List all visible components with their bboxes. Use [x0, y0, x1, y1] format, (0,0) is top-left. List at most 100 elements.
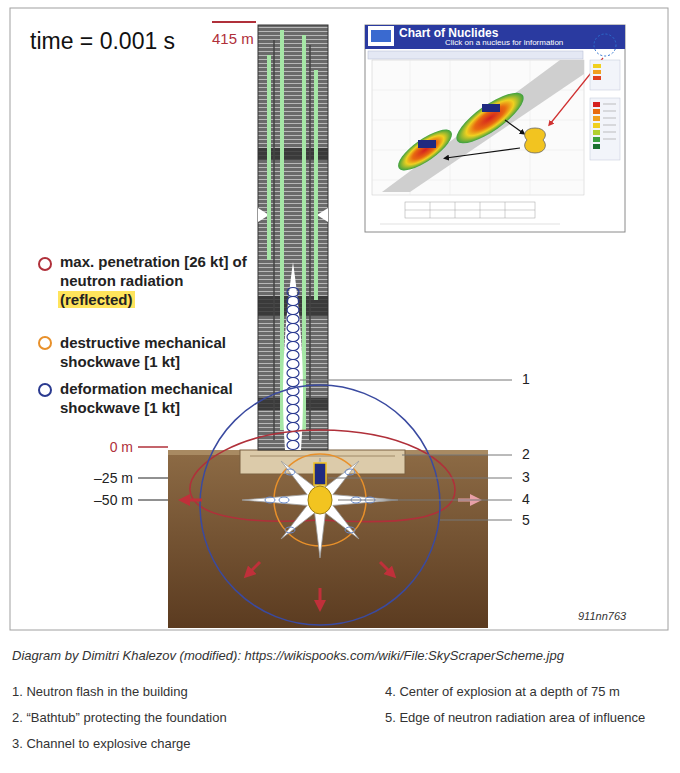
caption-wrap: Diagram by Dimitri Khalezov (modified): …	[12, 648, 668, 665]
label-wrap: 1	[522, 371, 530, 388]
coil-loop	[287, 405, 299, 414]
depth-tick	[138, 500, 168, 501]
core-line	[273, 40, 275, 440]
label-wrap: –25 m	[94, 470, 133, 487]
leader-lines	[300, 380, 512, 520]
coil-loop	[287, 315, 299, 324]
depth-label: –25 m	[94, 470, 133, 487]
core-column	[314, 70, 318, 300]
coil-loop	[287, 441, 299, 450]
inset-logo	[368, 26, 394, 46]
explosion-star	[242, 458, 398, 558]
arrow	[380, 562, 392, 574]
nuclide-tag	[418, 140, 436, 148]
label-wrap: 5	[522, 512, 530, 529]
height-mark	[212, 21, 256, 23]
height-label: 415 m	[212, 30, 254, 48]
inset-logo-mark	[371, 30, 391, 42]
legend-text: max. penetration [26 kt] of neutron radi…	[60, 253, 255, 309]
label-wrap: time = 0.001 s	[30, 28, 175, 56]
inset-plot	[372, 60, 584, 195]
nuclide-band	[382, 60, 584, 192]
depth-tick	[138, 446, 168, 448]
core-line	[309, 45, 311, 440]
list-item: 1. Neutron flash in the building	[12, 684, 188, 700]
inset-toolbar	[368, 51, 583, 59]
legend-wrap: max. penetration [26 kt] of neutron radi…	[60, 253, 255, 309]
coil-loop	[287, 369, 299, 378]
depth-tick	[138, 478, 168, 479]
label-wrap: 0 m	[110, 439, 133, 456]
deformation-circle	[200, 385, 440, 625]
label-wrap: 911nn763	[578, 610, 626, 623]
coil-loop	[287, 333, 299, 342]
bathtub-line	[250, 456, 395, 457]
yield-peak	[392, 123, 457, 178]
inset-table	[380, 202, 560, 224]
nuclide-tag	[482, 104, 500, 112]
label-wrap: 3	[522, 469, 530, 486]
label-wrap: 2. “Bathtub” protecting the foundation	[12, 710, 227, 726]
label-wrap: 5. Edge of neutron radiation area of inf…	[385, 710, 645, 726]
shock-blob	[265, 497, 275, 503]
coil	[287, 288, 299, 450]
shock-blob	[345, 527, 355, 533]
shock-blob	[285, 527, 295, 533]
inset-side-legend	[590, 60, 620, 160]
inset-arrow	[446, 148, 520, 158]
inset-grid	[372, 60, 584, 195]
yield-peak	[450, 84, 530, 151]
list-item: 3. Channel to explosive charge	[12, 736, 191, 752]
coil-loop	[287, 306, 299, 315]
coil-loop	[287, 432, 299, 441]
callout-number: 2	[522, 446, 530, 463]
legend-wrap: destructive mechanical shockwave [1 kt]	[60, 334, 255, 372]
caption: Diagram by Dimitri Khalezov (modified): …	[12, 648, 668, 665]
inset-window-bg	[365, 25, 625, 232]
legend-text: deformation mechanical shockwave [1 kt]	[60, 380, 255, 418]
shock-blob	[345, 469, 355, 475]
coil-loop	[287, 288, 299, 297]
callout-number: 5	[522, 512, 530, 529]
label-wrap: 2	[522, 446, 530, 463]
frame	[10, 8, 668, 630]
coil-loop	[287, 351, 299, 360]
ground	[168, 450, 488, 628]
legend-sample	[39, 384, 51, 396]
label-wrap: 4. Center of explosion at a depth of 75 …	[385, 684, 620, 700]
tower-notch	[317, 208, 328, 222]
nucleus	[525, 128, 546, 153]
charge	[308, 486, 332, 514]
arrow	[319, 588, 322, 606]
list-item: 4. Center of explosion at a depth of 75 …	[385, 684, 620, 700]
depth-label: 0 m	[110, 439, 133, 456]
label-wrap: 3. Channel to explosive charge	[12, 736, 191, 752]
legend-wrap: deformation mechanical shockwave [1 kt]	[60, 380, 255, 418]
image-id: 911nn763	[578, 610, 626, 623]
arrow	[248, 562, 260, 574]
coil-loop	[287, 378, 299, 387]
coil-loop	[287, 342, 299, 351]
tower	[258, 25, 328, 450]
legend-sample	[39, 258, 51, 270]
arrow	[184, 499, 202, 502]
coil-loop	[287, 396, 299, 405]
shock-blob	[279, 497, 289, 503]
core-column	[267, 55, 271, 260]
shock-blob	[285, 469, 295, 475]
depth-label: –50 m	[94, 492, 133, 509]
channel	[314, 463, 326, 485]
callout-number: 3	[522, 469, 530, 486]
list-item: 2. “Bathtub” protecting the foundation	[12, 710, 227, 726]
coil-loop	[287, 324, 299, 333]
coil-loop	[287, 414, 299, 423]
label-wrap: –50 m	[94, 492, 133, 509]
legend-text: destructive mechanical shockwave [1 kt]	[60, 334, 255, 372]
penetration-outline	[190, 430, 455, 522]
neutron-flash	[283, 262, 303, 450]
coil-loop	[287, 297, 299, 306]
label-wrap: 1. Neutron flash in the building	[12, 684, 188, 700]
time-label: time = 0.001 s	[30, 28, 175, 56]
inset-highlight	[594, 34, 616, 56]
inset-window: Chart of NuclidesClick on a nucleus for …	[365, 25, 625, 232]
